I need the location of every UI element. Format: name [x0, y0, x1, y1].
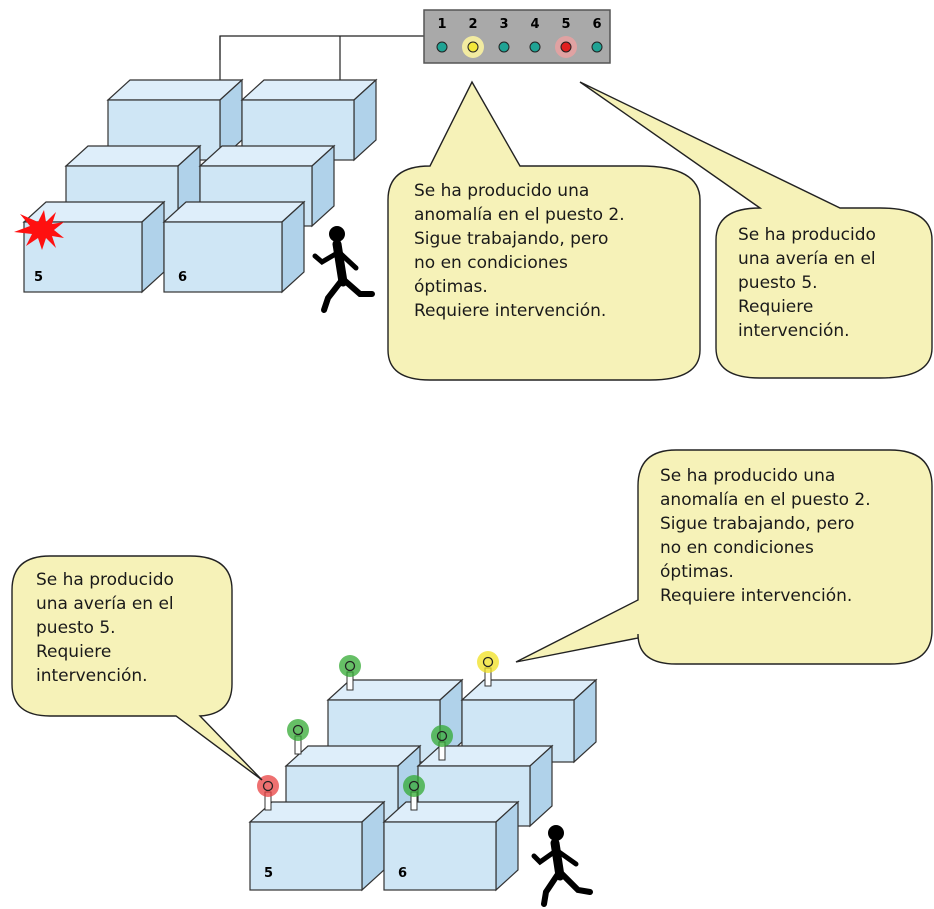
- fault-burst-icon: [14, 210, 64, 250]
- text-line: intervención.: [738, 321, 850, 341]
- box-top-face: [460, 679, 598, 701]
- text-line: una avería en el: [36, 594, 174, 614]
- station-light-3: [498, 41, 510, 53]
- text-line: óptimas.: [414, 277, 488, 297]
- station-light-2: [467, 41, 479, 53]
- walking-person-icon: [312, 226, 375, 313]
- workstation-6-label: 6: [178, 270, 187, 285]
- station-number-5: 5: [561, 17, 570, 32]
- station-number-2: 2: [468, 17, 477, 32]
- workstation-5-bottom: [248, 800, 386, 892]
- text-line: Sigue trabajando, pero: [414, 229, 609, 249]
- text-line: anomalía en el puesto 2.: [414, 205, 625, 225]
- box-top-face: [240, 79, 378, 101]
- text-line: intervención.: [36, 666, 148, 686]
- box-top-face: [106, 79, 244, 101]
- text-line: Sigue trabajando, pero: [660, 514, 855, 534]
- bubble-bottom-anomaly-text: Se ha producido una anomalía en el puest…: [660, 464, 871, 608]
- panel-indicators: 1 2 3 4 5 6: [436, 17, 603, 58]
- box-top-face: [382, 801, 520, 823]
- workstation-6-label-bottom: 6: [398, 866, 407, 881]
- bubble-top-fault-text: Se ha producido una avería en el puesto …: [738, 223, 876, 343]
- station-light-4: [529, 41, 541, 53]
- box-top-face: [198, 145, 336, 167]
- top-workstations: [22, 78, 378, 294]
- bubble-bottom-anomaly: [515, 449, 933, 665]
- station-number-3: 3: [499, 17, 508, 32]
- bottom-scene: 5 6: [11, 449, 933, 907]
- bubble-top-anomaly-text: Se ha producido una anomalía en el puest…: [414, 179, 625, 323]
- workstation-5: [22, 200, 166, 294]
- beacon-icon: [403, 775, 425, 811]
- text-line: óptimas.: [660, 562, 734, 582]
- station-light-5: [560, 41, 572, 53]
- text-line: Requiere: [36, 642, 112, 662]
- station-number-6: 6: [592, 17, 601, 32]
- text-line: Se ha producido una: [660, 466, 836, 486]
- box-top-face: [162, 201, 306, 223]
- station-light-6: [591, 41, 603, 53]
- bubble-top-fault: [579, 81, 933, 379]
- workstation-5-label-bottom: 5: [264, 866, 273, 881]
- box-front-face: [249, 821, 363, 891]
- top-scene: 5 6 1 2 3 4 5 6: [14, 9, 933, 381]
- beacon-icon: [287, 719, 309, 755]
- text-line: puesto 5.: [738, 273, 818, 293]
- text-line: Requiere: [738, 297, 814, 317]
- workstation-5-label: 5: [34, 270, 43, 285]
- bubble-bottom-fault: [11, 555, 263, 781]
- box-front-face: [383, 821, 497, 891]
- station-number-4: 4: [530, 17, 539, 32]
- beacon-icon: [477, 651, 499, 687]
- text-line: Se ha producido: [36, 570, 174, 590]
- text-line: una avería en el: [738, 249, 876, 269]
- station-number-1: 1: [437, 17, 446, 32]
- text-line: Se ha producido: [738, 225, 876, 245]
- box-top-face: [64, 145, 202, 167]
- walking-person-icon: [531, 825, 593, 907]
- text-line: Requiere intervención.: [414, 301, 607, 321]
- box-front-face: [163, 221, 283, 293]
- beacon-icon: [431, 725, 453, 761]
- beacon-icon: [257, 775, 279, 811]
- box-top-face: [284, 745, 422, 767]
- text-line: Requiere intervención.: [660, 586, 853, 606]
- station-beacons: [257, 651, 499, 811]
- bubble-top-anomaly: [387, 80, 701, 381]
- text-line: Se ha producido una: [414, 181, 590, 201]
- indicator-panel: [423, 9, 611, 64]
- text-line: no en condiciones: [414, 253, 568, 273]
- bubble-bottom-fault-text: Se ha producido una avería en el puesto …: [36, 568, 174, 688]
- bottom-workstations: [248, 678, 598, 892]
- beacon-icon: [339, 655, 361, 691]
- station-light-1: [436, 41, 448, 53]
- box-top-face: [416, 745, 554, 767]
- text-line: no en condiciones: [660, 538, 814, 558]
- text-line: puesto 5.: [36, 618, 116, 638]
- workstation-6: [162, 200, 306, 294]
- text-line: anomalía en el puesto 2.: [660, 490, 871, 510]
